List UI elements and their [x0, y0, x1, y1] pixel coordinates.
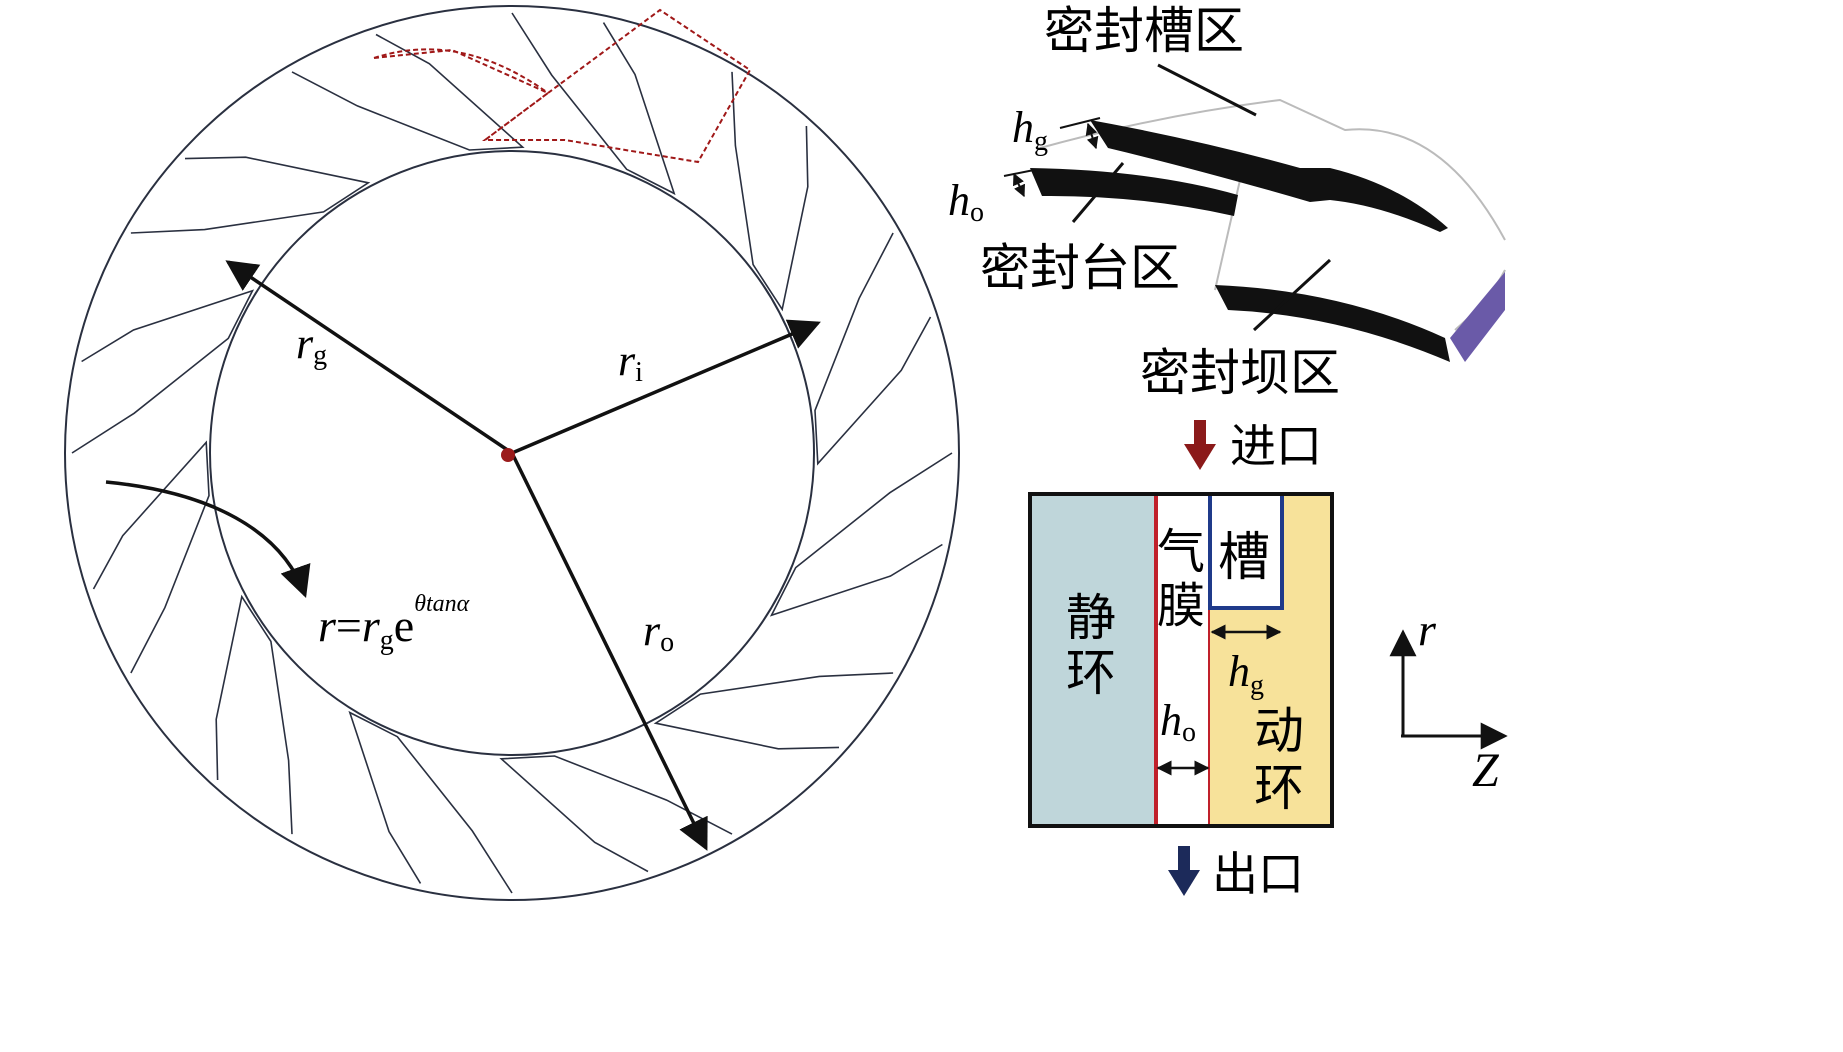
face-view: rg ri ro r=rgeθtanα — [64, 5, 960, 901]
stator-label-2: 环 — [1066, 644, 1116, 702]
inlet-label: 进口 — [1230, 419, 1322, 473]
land-zone-leader — [1071, 162, 1125, 223]
label-dam-zone: 密封坝区 — [1140, 344, 1340, 402]
label-hg-3d: hg — [1012, 103, 1048, 157]
axis-r-label: r — [1418, 604, 1437, 655]
highlighted-groove — [373, 8, 752, 164]
rotor-label-1: 动 — [1254, 702, 1304, 760]
outlet-label: 出口 — [1212, 847, 1304, 901]
inlet-arrow-shaft — [1194, 420, 1206, 444]
label-rg: rg — [296, 319, 327, 371]
label-groove-zone: 密封槽区 — [1044, 2, 1244, 60]
label-ho-3d: ho — [948, 176, 984, 228]
spiral-groove-outline — [92, 440, 210, 674]
label-ro: ro — [643, 606, 674, 658]
label-hg-2d: hg — [1228, 647, 1264, 701]
film-label-2: 膜 — [1157, 578, 1205, 634]
groove-label: 槽 — [1218, 528, 1270, 588]
spiral-groove-outline — [71, 289, 255, 454]
label-land-zone: 密封台区 — [980, 239, 1180, 297]
groove-zone-leader — [1157, 63, 1257, 117]
outlet-arrow-head — [1168, 870, 1200, 896]
spiral-groove-outline — [511, 12, 676, 196]
spiral-groove-outline — [348, 710, 513, 894]
axis-z-label: Z — [1472, 744, 1500, 797]
spiral-groove-outline — [653, 672, 894, 750]
land-film-band — [1030, 168, 1238, 216]
spiral-formula: r=rgeθtanα — [318, 591, 470, 656]
spiral-groove-outline — [769, 452, 953, 617]
spiral-groove-outline — [130, 156, 371, 234]
schematic-frame — [1028, 492, 1334, 828]
spiral-groove-outline — [731, 71, 809, 312]
groove-film-band — [1090, 120, 1448, 232]
radius-ro-arrow — [510, 452, 708, 851]
ho-dim-arrow — [1013, 172, 1025, 198]
outlet-arrow-shaft — [1178, 846, 1190, 870]
spiral-grooves — [71, 12, 953, 894]
film-label-1: 气 — [1157, 524, 1205, 580]
inner-circle — [209, 150, 815, 756]
spiral-groove-outline — [499, 755, 733, 873]
center-dot — [501, 448, 515, 462]
hg-dim-arrow — [1085, 122, 1099, 150]
sectional-3d-view: 密封槽区 密封台区 密封坝区 hg ho — [948, 2, 1506, 402]
radius-ri-arrow — [511, 319, 821, 455]
outer-circle — [64, 5, 960, 901]
dam-zone-leader — [1252, 258, 1332, 332]
ho-dim-lines — [1003, 169, 1035, 177]
radius-rg-arrow — [225, 260, 513, 455]
label-ri: ri — [618, 336, 643, 388]
rotor-label-2: 环 — [1254, 759, 1304, 817]
cross-section-schematic: 进口 静 环 气 膜 槽 动 环 hg ho 出口 r — [1028, 419, 1508, 901]
inlet-arrow-head — [1184, 444, 1216, 470]
spiral-groove-outline — [291, 33, 525, 151]
stator-ring — [1030, 494, 1156, 826]
spiral-groove-outline — [814, 232, 932, 466]
dam-film-band — [1215, 285, 1450, 362]
ring-edge-face — [1450, 272, 1505, 362]
stator-label-1: 静 — [1066, 589, 1116, 647]
spiral-groove-outline — [215, 594, 293, 835]
hg-dim-lines — [1059, 117, 1101, 129]
label-ho-2d: ho — [1160, 696, 1196, 748]
formula-pointer-arrow — [105, 480, 311, 598]
